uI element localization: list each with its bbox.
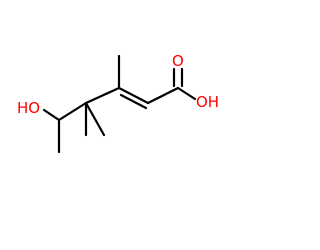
bond-c3-c4-double [119,93,148,110]
bond-c2-methyl-right [84,101,106,137]
bond-c2-c3 [84,86,121,105]
acid-hydroxyl-label: OH [196,93,220,111]
bond-c5-oh [176,86,197,101]
bond-c3-c4 [117,86,150,105]
bond-o-c1 [42,108,61,122]
structure-canvas: O OH HO [17,52,220,154]
alcohol-hydroxyl-label: HO [17,99,41,117]
bond-c4-c5 [146,86,180,105]
skeletal-formula [42,54,197,154]
carbonyl-oxygen-label: O [172,52,184,70]
bond-c1-c2 [57,101,88,122]
